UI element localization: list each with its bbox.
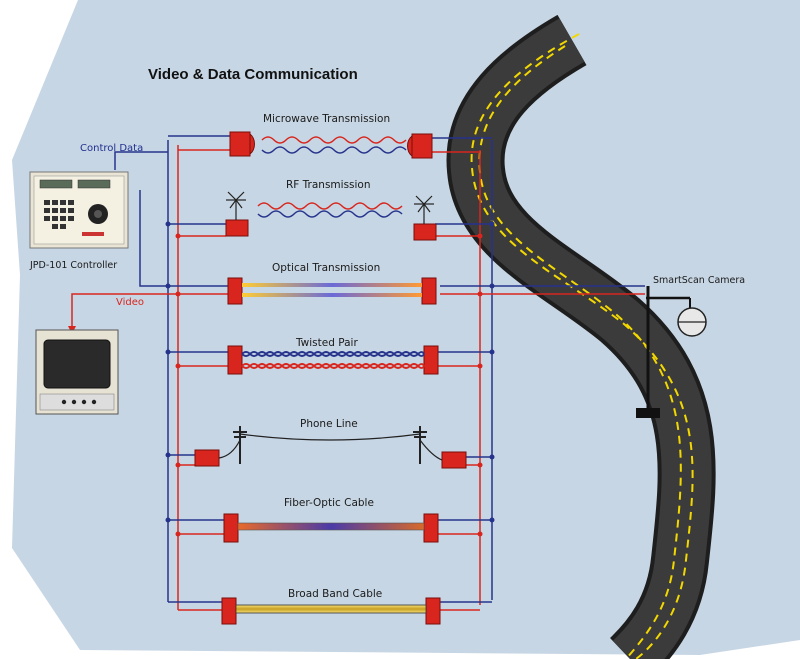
rf-receiver — [413, 223, 437, 241]
twisted-pair-label: Twisted Pair — [295, 337, 358, 349]
twisted-pair-receiver — [423, 345, 439, 375]
road-stripe-1 — [478, 45, 682, 659]
microwave-row: Microwave Transmission — [229, 113, 433, 159]
fiber-optic-receiver — [423, 513, 439, 543]
rf-transmitter — [225, 219, 249, 237]
rf-wave-blue — [257, 210, 403, 218]
optical-receiver — [421, 277, 437, 305]
microwave-transmitter — [229, 131, 251, 157]
optical-beam-top — [242, 283, 422, 287]
broadband-label: Broad Band Cable — [288, 588, 382, 600]
background-panel — [12, 0, 800, 655]
controller-keypad — [44, 200, 74, 229]
microwave-wave-red — [261, 136, 407, 144]
twisted-wire-blue-b — [241, 351, 425, 357]
microwave-wave-blue — [261, 146, 407, 154]
controller-label: JPD-101 Controller — [29, 260, 117, 271]
fiber-optic-row: Fiber-Optic Cable — [223, 497, 439, 543]
camera-label: SmartScan Camera — [653, 275, 745, 286]
diagram-title: Video & Data Communication — [148, 66, 358, 83]
optical-label: Optical Transmission — [272, 262, 380, 274]
optical-beam-bottom — [242, 293, 422, 297]
broadband-cable — [235, 604, 427, 614]
smartscan-camera: SmartScan Camera — [636, 275, 745, 418]
phone-line-row: Phone Line — [194, 418, 467, 469]
broadband-row: Broad Band Cable — [221, 588, 441, 625]
broadband-receiver — [425, 597, 441, 625]
telephone-pole-left — [233, 426, 247, 464]
microwave-label: Microwave Transmission — [263, 113, 390, 125]
road — [446, 14, 716, 659]
phone-line-transmitter — [194, 449, 220, 467]
fiber-optic-label: Fiber-Optic Cable — [284, 497, 374, 509]
rf-label: RF Transmission — [286, 179, 371, 191]
twisted-pair-transmitter — [227, 345, 243, 375]
road-stripe-2 — [470, 33, 694, 659]
phone-line-label: Phone Line — [300, 418, 358, 430]
telephone-pole-right — [413, 426, 427, 464]
rf-wave-red — [257, 202, 403, 210]
monitor-screen — [43, 339, 111, 389]
phone-wire — [239, 433, 421, 441]
phone-line-receiver — [441, 451, 467, 469]
controller-display — [39, 179, 73, 189]
twisted-pair-row: Twisted Pair — [227, 337, 439, 375]
optical-transmitter — [227, 277, 243, 305]
rf-row: RF Transmission — [225, 179, 437, 241]
microwave-receiver — [411, 133, 433, 159]
twisted-wire-red-b — [241, 363, 425, 369]
junction-dots — [165, 221, 495, 537]
fiber-optic-cable — [237, 522, 425, 531]
video-monitor: Video — [35, 297, 144, 415]
broadband-transmitter — [221, 597, 237, 625]
fiber-optic-transmitter — [223, 513, 239, 543]
optical-row: Optical Transmission — [227, 262, 437, 305]
control-data-label: Control Data — [80, 143, 143, 154]
jpd-101-controller: JPD-101 Controller Control Data — [29, 143, 143, 271]
video-label: Video — [116, 297, 144, 308]
